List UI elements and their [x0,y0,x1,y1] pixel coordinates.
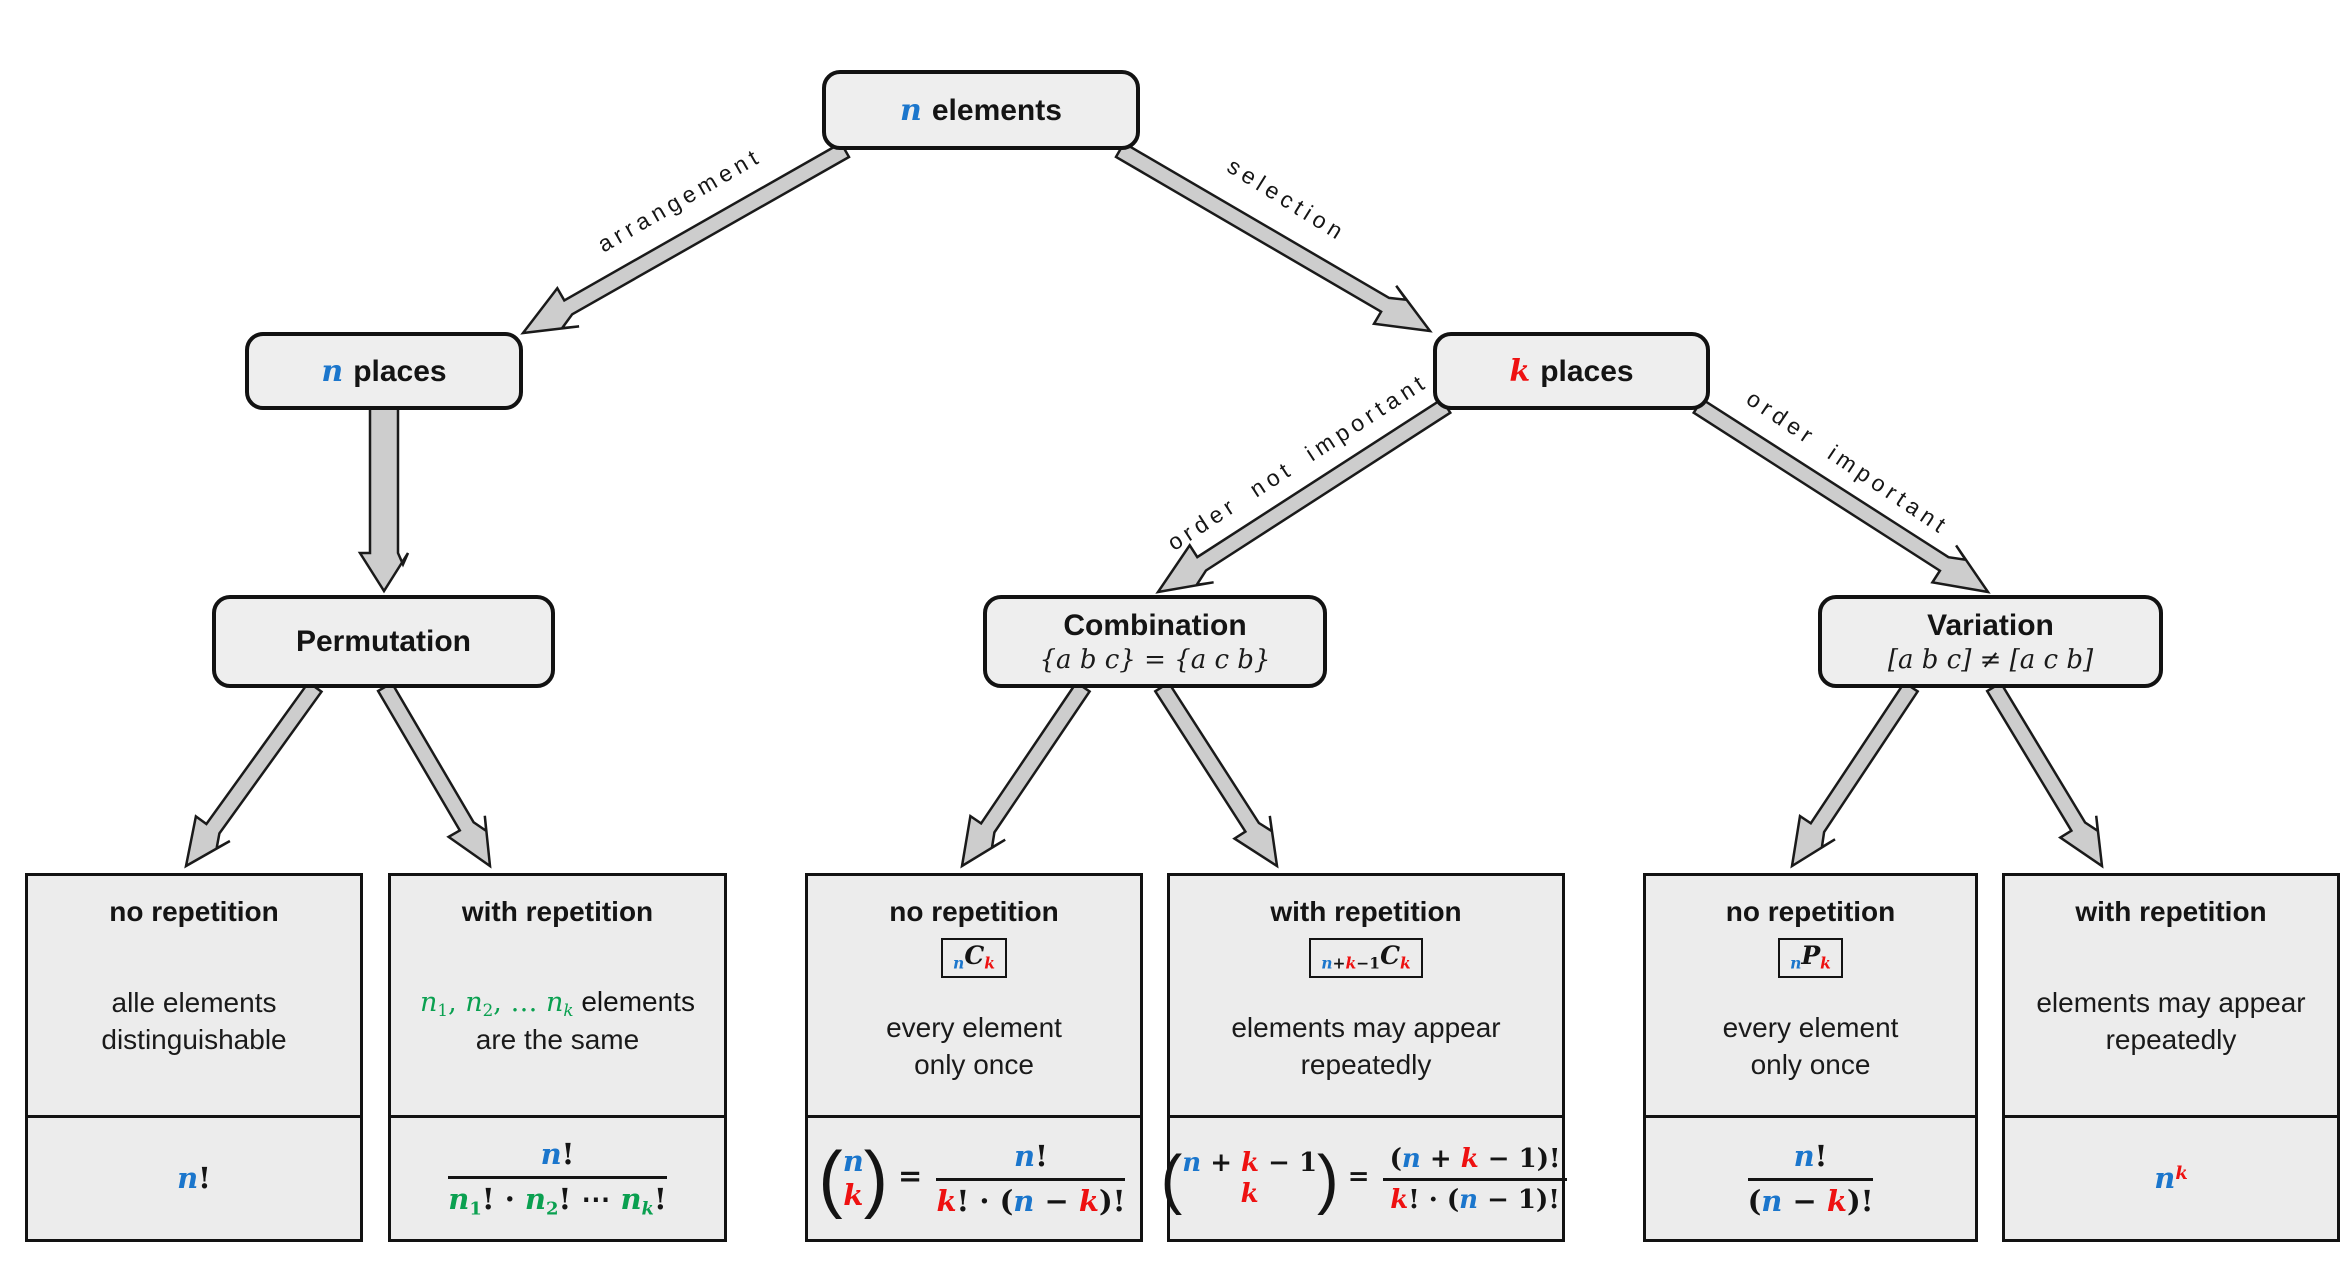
leaf-title: with repetition [1270,896,1462,927]
leaf-description-line: only once [1750,1048,1871,1080]
leaf-title: no repetition [889,896,1059,927]
leaf-formula-section: nk [2005,1118,2337,1239]
leaf-description-line: elements may appear [2036,986,2306,1018]
node-combination: Combination {a b c} = {a c b} [983,595,1327,688]
leaf-title: no repetition [1725,896,1896,927]
leaf-description-line: elements may appear [1231,1011,1501,1043]
leaf-title: with repetition [461,896,654,927]
leaf-formula-section: n!n1! · n2! ⋯ nk! [391,1118,724,1239]
flow-arrow [1114,141,1433,333]
leaf-title: with repetition [2075,896,2267,927]
node-variation: Variation [a b c] ≠ [a c b] [1818,595,2163,688]
node-permutation: Permutation [212,595,555,688]
leaf-description: elements may appear repeatedly [1231,978,1500,1115]
node-combination-example: {a b c} = {a c b} [1039,644,1271,675]
flow-arrow [1985,681,2104,869]
leaf-description-line: repeatedly [1300,1048,1432,1080]
leaf-upper: with repetition n+k−1Ck elements may app… [1170,876,1562,1118]
node-permutation-title: Permutation [295,625,472,658]
leaf-variation-with-repetition: with repetition elements may appear repea… [2002,873,2340,1242]
flow-arrow [1155,397,1453,594]
leaf-upper: with repetition elements may appear repea… [2005,876,2337,1118]
node-variation-example: [a b c] ≠ [a c b] [1887,644,2094,675]
leaf-combination-no-repetition: no repetition nCk every element only once… [805,873,1143,1242]
leaf-description-line: every element [886,1011,1062,1043]
leaf-description-line: every element [1722,1011,1899,1043]
flow-arrow [1691,397,1991,594]
leaf-description: elements may appear repeatedly [2036,928,2305,1115]
flow-arrow [1790,680,1920,869]
leaf-description: alle elements distinguishable [101,928,286,1115]
formula-n-factorial: n! [177,1161,211,1195]
node-combination-title: Combination [1063,608,1247,642]
leaf-permutation-no-repetition: no repetition alle elements distinguishab… [25,873,363,1242]
leaf-upper: no repetition nPk every element only once [1646,876,1975,1118]
leaf-combination-with-repetition: with repetition n+k−1Ck elements may app… [1161,873,1568,1242]
notation-badge-n+k-1Ck: n+k−1Ck [1309,938,1423,979]
leaf-description: every element only once [886,978,1062,1115]
node-variation-title: Variation [1927,608,2054,642]
formula-n-power-k: nk [2154,1161,2188,1195]
leaf-description-line: n1, n2, … nk elements [420,986,695,1021]
leaf-description-line: distinguishable [101,1023,287,1055]
flow-arrow [376,681,492,869]
leaf-description-line: alle elements [111,986,277,1018]
leaf-upper: no repetition alle elements distinguishab… [28,876,360,1118]
flow-arrow [184,680,324,869]
leaf-description-line: only once [914,1048,1034,1080]
flow-arrow [520,141,851,335]
notation-badge-nCk: nCk [941,938,1007,979]
leaf-variation-no-repetition: no repetition nPk every element only once… [1643,873,1978,1242]
leaf-formula-section: n! [28,1118,360,1239]
flow-arrow [357,406,410,594]
leaf-title: no repetition [109,896,279,927]
leaf-description: every element only once [1723,978,1899,1115]
flow-arrow [1153,680,1279,869]
notation-badge-nPk: nPk [1778,938,1843,979]
leaf-formula-section: n!(n − k)! [1646,1118,1975,1239]
leaf-upper: no repetition nCk every element only once [808,876,1140,1118]
formula-falling-factorial: n!(n − k)! [1747,1138,1874,1218]
formula-multiset-permutation: n!n1! · n2! ⋯ nk! [448,1137,667,1220]
leaf-description-line: repeatedly [2105,1023,2237,1055]
leaf-description-line: are the same [475,1023,640,1055]
flow-arrow [960,680,1092,869]
